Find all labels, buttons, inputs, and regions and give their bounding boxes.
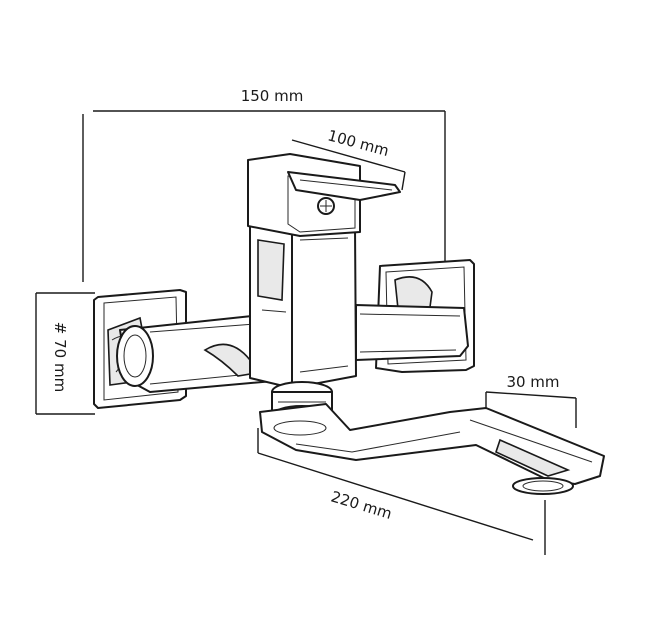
faucet-body [93,153,605,495]
handle-dimension-label: 100 mm [326,126,391,160]
handle-extension-right [401,171,406,191]
aerator-outlet [512,477,574,495]
spout-end-dimension-line [485,391,577,399]
right-arm [355,304,469,361]
width-dimension: 150 mm [82,87,446,282]
handle-dimension-line [291,139,406,173]
mixer-body [249,225,357,389]
width-dimension-label: 150 mm [241,87,304,105]
height-dimension-label: # 70 mm [51,322,69,392]
spout-end-dimension-label: 30 mm [506,373,559,391]
height-dimension: # 70 mm [35,292,95,415]
spout-end-dimension: 30 mm [485,373,577,428]
lever-handle[interactable] [247,153,401,237]
spout-length-dimension-line [257,452,534,541]
left-arm [116,315,286,393]
spout[interactable] [259,403,605,495]
